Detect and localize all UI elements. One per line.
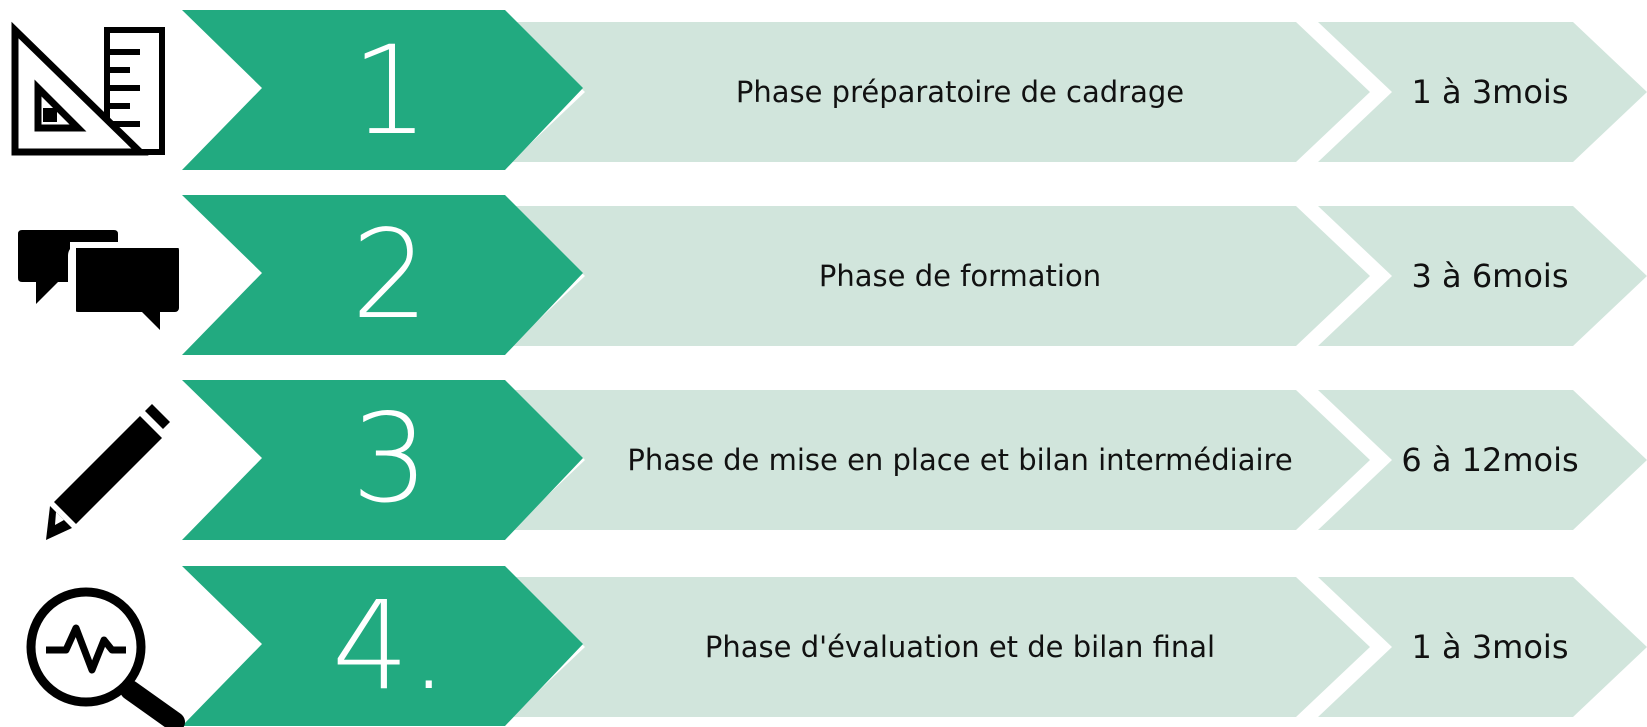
step-3-label: Phase de mise en place et bilan interméd…: [627, 442, 1293, 477]
step-1-duration: 1 à 3 mois: [1385, 25, 1595, 159]
step-2-number-chevron: [182, 195, 583, 355]
step-2-label-chevron: [511, 206, 1370, 346]
step-3-number-chevron: [182, 380, 583, 540]
step-1-label: Phase préparatoire de cadrage: [735, 74, 1185, 109]
step-4-duration: 1 à 3 mois: [1385, 580, 1595, 714]
step-1-duration-unit: mois: [1492, 73, 1569, 111]
step-2-duration-unit: mois: [1492, 257, 1569, 295]
step-4-number-chevron: [182, 566, 583, 726]
step-2-duration-range: 3 à 6: [1411, 257, 1493, 295]
step-4-label-chevron: [511, 577, 1370, 717]
step-2-number: 2: [351, 204, 429, 346]
step-2-chevrons: [182, 195, 1647, 355]
step-3-duration-range: 6 à 12: [1401, 441, 1503, 479]
step-4-chevrons: [182, 566, 1647, 726]
ruler-triangle-icon: [11, 21, 165, 156]
step-1-number: 1: [351, 20, 429, 162]
step-3-duration: 6 à 12 mois: [1385, 393, 1595, 527]
step-3-duration-chevron: [1318, 390, 1647, 530]
step-1-label-chevron: [511, 22, 1370, 162]
step-4-label: Phase d'évaluation et de bilan final: [704, 629, 1216, 664]
step-4-duration-unit: mois: [1492, 628, 1569, 666]
step-4-duration-chevron: [1318, 577, 1647, 717]
step-1-number-chevron: [182, 10, 583, 170]
magnifier-pulse-icon: [26, 587, 185, 727]
step-2-duration-chevron: [1318, 206, 1647, 346]
step-1-chevrons: [182, 10, 1647, 170]
pencil-icon: [46, 404, 170, 540]
step-1-duration-chevron: [1318, 22, 1647, 162]
step-2-duration: 3 à 6 mois: [1385, 209, 1595, 343]
step-2-label: Phase de formation: [818, 258, 1102, 293]
step-1-duration-range: 1 à 3: [1411, 73, 1493, 111]
speech-bubbles-icon: [18, 230, 183, 330]
step-3-label-chevron: [511, 390, 1370, 530]
step-3-duration-unit: mois: [1502, 441, 1579, 479]
step-3-chevrons: [182, 380, 1647, 540]
step-4-duration-range: 1 à 3: [1411, 628, 1493, 666]
step-4-number: 4.: [331, 575, 449, 717]
step-3-number: 3: [351, 388, 429, 530]
